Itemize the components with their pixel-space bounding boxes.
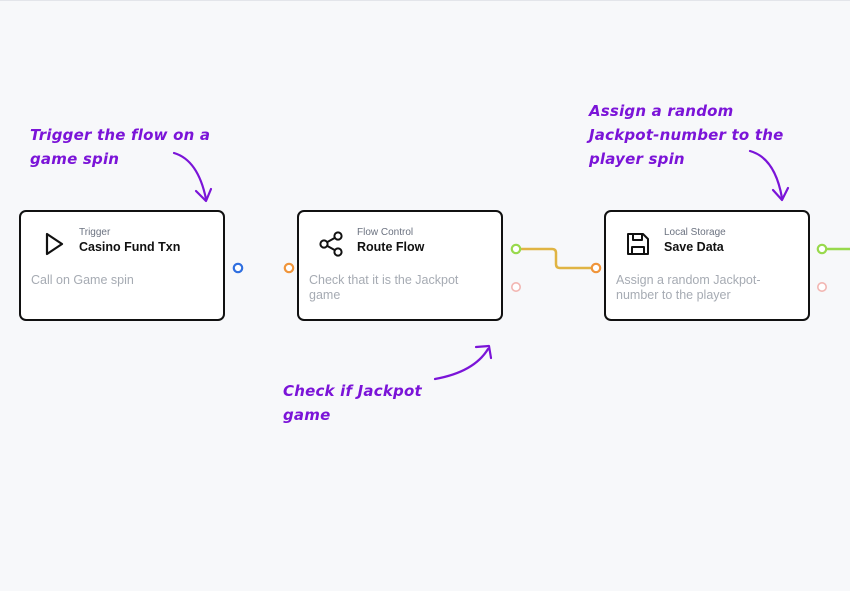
save-icon xyxy=(627,233,649,255)
annotation-save: Assign a random Jackpot-number to the pl… xyxy=(589,99,783,171)
annotation-line: Check if Jackpot xyxy=(283,382,422,400)
node-title: Route Flow xyxy=(357,240,425,254)
annotation-line: Assign a random xyxy=(589,102,734,120)
node-category: Local Storage xyxy=(664,227,726,238)
output-port-save-false[interactable] xyxy=(816,281,827,292)
annotation-route: Check if Jackpot game xyxy=(283,379,422,427)
output-port-save-true[interactable] xyxy=(816,243,828,255)
annotation-line: player spin xyxy=(589,150,685,168)
node-title: Casino Fund Txn xyxy=(79,240,181,254)
annotation-arrow-trigger xyxy=(172,151,213,203)
node-description: Call on Game spin xyxy=(31,273,134,287)
output-port-route-true[interactable] xyxy=(510,243,522,255)
node-description: Assign a random Jackpot-number to the pl… xyxy=(616,273,761,302)
input-port-save[interactable] xyxy=(590,262,602,274)
annotation-trigger: Trigger the flow on a game spin xyxy=(30,123,210,171)
node-title: Save Data xyxy=(664,240,724,254)
node-trigger[interactable]: Trigger Casino Fund Txn Call on Game spi… xyxy=(19,210,225,321)
node-category: Flow Control xyxy=(357,227,414,238)
annotation-line: Jackpot-number to the xyxy=(589,126,784,144)
node-description: Check that it is the Jackpot game xyxy=(309,273,459,302)
annotation-arrow-route xyxy=(433,344,493,381)
node-save-data[interactable]: Local Storage Save Data Assign a random … xyxy=(604,210,810,321)
connection-route-to-save[interactable] xyxy=(516,247,596,270)
annotation-line: game spin xyxy=(30,150,120,168)
play-icon xyxy=(45,232,64,256)
node-category: Trigger xyxy=(79,227,111,238)
input-port-route[interactable] xyxy=(283,262,295,274)
node-route-flow[interactable]: Flow Control Route Flow Check that it is… xyxy=(297,210,503,321)
annotation-line: game xyxy=(283,406,331,424)
annotation-line: Trigger the flow on a xyxy=(30,126,211,144)
output-port-route-false[interactable] xyxy=(510,281,521,292)
top-divider xyxy=(0,0,850,1)
share-icon xyxy=(319,231,343,257)
annotation-arrow-save xyxy=(748,149,790,202)
output-port-trigger[interactable] xyxy=(232,262,244,274)
